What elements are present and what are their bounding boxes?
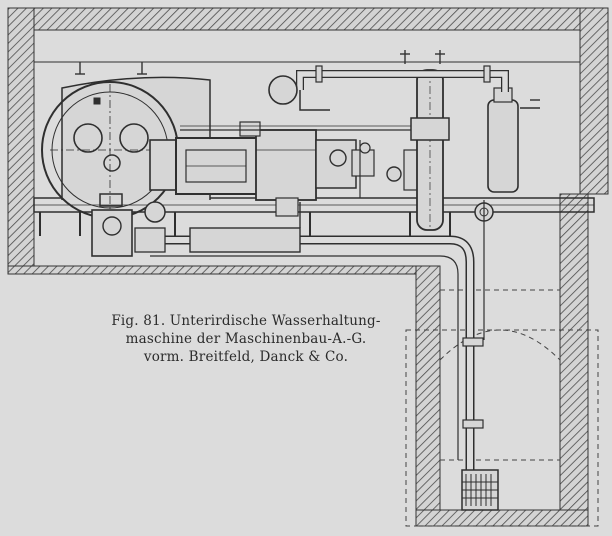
- caption-line-3: vorm. Breitfeld, Danck & Co.: [143, 349, 349, 365]
- shaft-walls: [415, 193, 589, 527]
- lower-pump: [91, 201, 166, 257]
- strainer: [461, 469, 499, 511]
- figure-caption: Fig. 81. Unterirdische Wasserhaltung- ma…: [96, 312, 396, 366]
- overhead-pipe: [268, 65, 509, 111]
- chamber-walls: [7, 7, 609, 275]
- caption-line-2: maschine der Maschinenbau-A.-G.: [125, 331, 367, 347]
- caption-line-1: Fig. 81. Unterirdische Wasserhaltung-: [111, 313, 381, 329]
- air-vessel: [410, 69, 540, 231]
- dashed-outlines: [405, 289, 599, 527]
- steam-cylinder: [149, 121, 420, 201]
- ceiling-hangers: [75, 50, 445, 75]
- rising-main: [150, 197, 494, 500]
